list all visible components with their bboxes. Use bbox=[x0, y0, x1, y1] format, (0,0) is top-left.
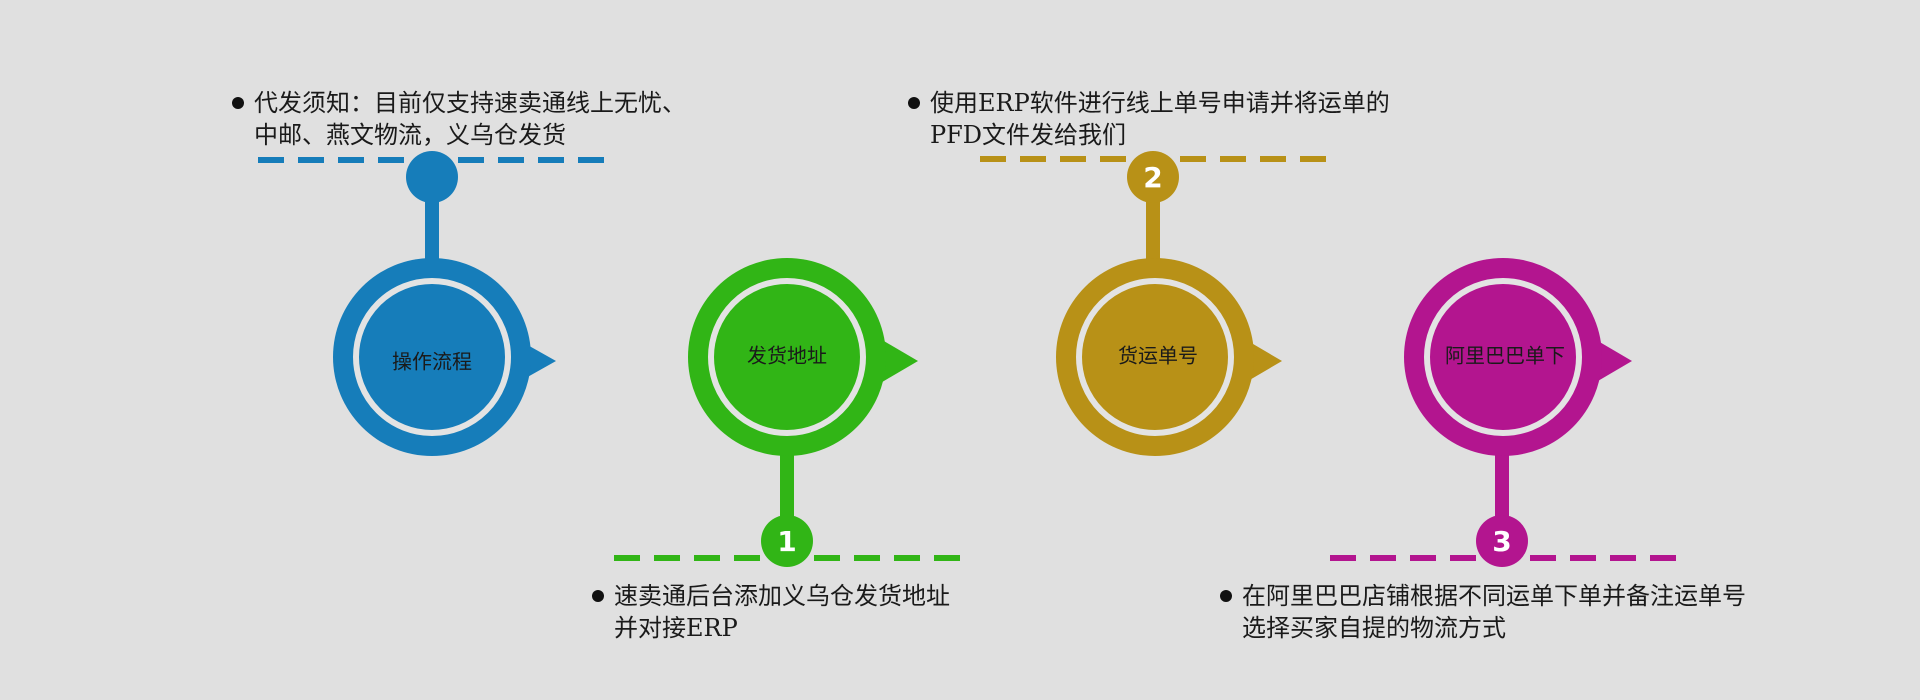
step-tracking-number-number: 2 bbox=[1143, 161, 1162, 194]
step-shipping-address-ring bbox=[708, 278, 866, 436]
note-tracking-number-line-2: PFD文件发给我们 bbox=[930, 121, 1127, 149]
step-alibaba-order-number-badge bbox=[1476, 515, 1528, 567]
note-operation-flow-line-1: 代发须知：目前仅支持速卖通线上无忧、 bbox=[254, 89, 686, 117]
step-tracking-number-circle bbox=[1056, 258, 1254, 456]
note-operation-flow-line-2: 中邮、燕文物流，义乌仓发货 bbox=[254, 121, 566, 149]
step-alibaba-order: 阿里巴巴单下 3 bbox=[1330, 258, 1680, 567]
note-shipping-address: 速卖通后台添加义乌仓发货地址 并对接ERP bbox=[592, 580, 950, 644]
note-tracking-number: 使用ERP软件进行线上单号申请并将运单的 PFD文件发给我们 bbox=[908, 87, 1390, 151]
step-operation-flow-dot bbox=[406, 151, 458, 203]
step-tracking-number-label: 货运单号 bbox=[1118, 344, 1198, 368]
step-alibaba-order-ring bbox=[1424, 278, 1582, 436]
step-operation-flow: 操作流程 bbox=[258, 151, 610, 456]
step-alibaba-order-number: 3 bbox=[1492, 525, 1511, 558]
note-tracking-number-line-1: 使用ERP软件进行线上单号申请并将运单的 bbox=[930, 89, 1390, 117]
step-shipping-address-number-badge bbox=[761, 515, 813, 567]
step-operation-flow-ring bbox=[353, 278, 511, 436]
step-alibaba-order-circle bbox=[1404, 258, 1602, 456]
step-shipping-address-circle bbox=[688, 258, 886, 456]
note-alibaba-order-line-1: 在阿里巴巴店铺根据不同运单下单并备注运单号 bbox=[1242, 582, 1746, 610]
step-tracking-number-ring bbox=[1076, 278, 1234, 436]
note-alibaba-order: 在阿里巴巴店铺根据不同运单下单并备注运单号 选择买家自提的物流方式 bbox=[1220, 580, 1746, 644]
bullet-icon bbox=[908, 97, 920, 109]
step-operation-flow-circle bbox=[333, 258, 531, 456]
bullet-icon bbox=[592, 590, 604, 602]
step-shipping-address-label: 发货地址 bbox=[747, 344, 827, 368]
step-shipping-address-number: 1 bbox=[777, 525, 796, 558]
note-operation-flow: 代发须知：目前仅支持速卖通线上无忧、 中邮、燕文物流，义乌仓发货 bbox=[232, 87, 686, 151]
note-shipping-address-line-1: 速卖通后台添加义乌仓发货地址 bbox=[614, 582, 950, 610]
step-alibaba-order-label: 阿里巴巴单下 bbox=[1445, 344, 1565, 368]
bullet-icon bbox=[1220, 590, 1232, 602]
note-shipping-address-line-2: 并对接ERP bbox=[614, 614, 738, 642]
step-tracking-number-number-badge bbox=[1127, 151, 1179, 203]
step-shipping-address: 发货地址 1 bbox=[614, 258, 965, 567]
step-tracking-number: 2 货运单号 bbox=[980, 151, 1330, 456]
bullet-icon bbox=[232, 97, 244, 109]
note-alibaba-order-line-2: 选择买家自提的物流方式 bbox=[1242, 614, 1506, 642]
step-operation-flow-label: 操作流程 bbox=[392, 350, 472, 374]
